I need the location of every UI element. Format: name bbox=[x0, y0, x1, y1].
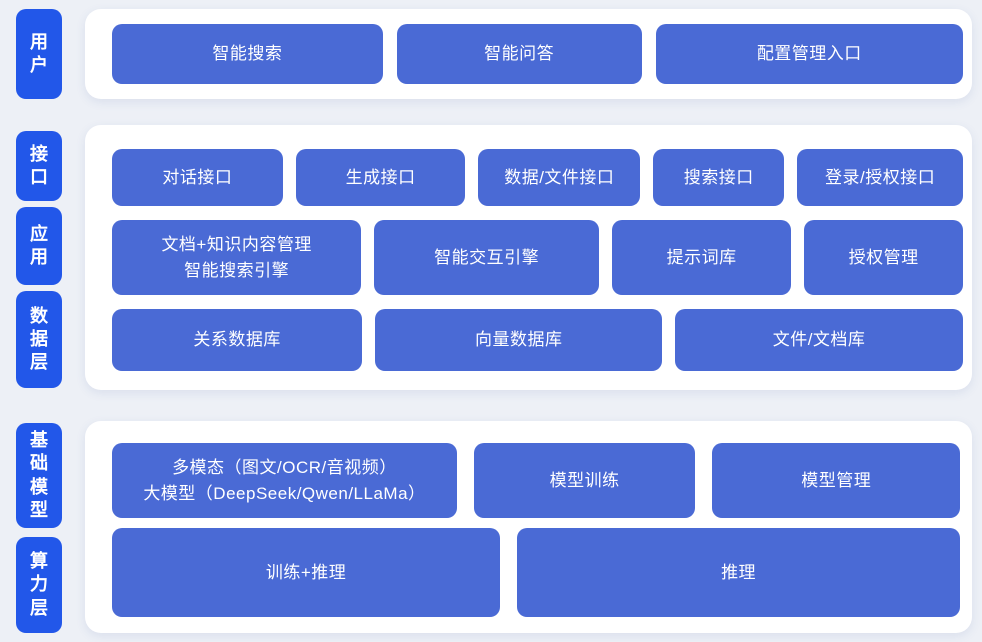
box-config-management-entry: 配置管理入口 bbox=[655, 24, 964, 84]
box-dialog-api: 对话接口 bbox=[112, 149, 283, 206]
application-layer-row: 文档+知识内容管理 智能搜索引擎 智能交互引擎 提示词库 授权管理 bbox=[112, 220, 963, 295]
box-relational-database: 关系数据库 bbox=[112, 309, 363, 371]
layer-label-foundation-model-text: 基础模型 bbox=[30, 430, 48, 520]
layer-label-compute-text: 算力层 bbox=[30, 551, 48, 618]
foundation-model-row: 多模态（图文/OCR/音视频） 大模型（DeepSeek/Qwen/LLaMa）… bbox=[112, 443, 960, 518]
compute-layer-row: 训练+推理 推理 bbox=[112, 528, 960, 617]
layer-label-user: 用户 bbox=[16, 9, 62, 99]
box-auth-management: 授权管理 bbox=[804, 220, 963, 295]
data-layer-row: 关系数据库 向量数据库 文件/文档库 bbox=[112, 309, 963, 371]
layer-label-user-text: 用户 bbox=[30, 31, 48, 75]
layer-label-foundation-model: 基础模型 bbox=[16, 423, 62, 528]
layer-label-compute: 算力层 bbox=[16, 537, 62, 633]
user-layer-panel: 智能搜索 智能问答 配置管理入口 bbox=[85, 9, 972, 99]
box-search-api: 搜索接口 bbox=[653, 149, 785, 206]
layer-label-interface: 接口 bbox=[16, 131, 62, 201]
interface-layer-row: 对话接口 生成接口 数据/文件接口 搜索接口 登录/授权接口 bbox=[112, 149, 963, 206]
box-model-training: 模型训练 bbox=[473, 443, 696, 518]
box-vector-database: 向量数据库 bbox=[375, 309, 663, 371]
middle-layers-section: 接口 应用 数据层 对话接口 生成接口 数据/文件接口 搜索接口 登录/授权接口… bbox=[16, 125, 972, 390]
user-layer-section: 用户 智能搜索 智能问答 配置管理入口 bbox=[16, 9, 972, 99]
box-login-auth-api: 登录/授权接口 bbox=[797, 149, 963, 206]
box-training-inference: 训练+推理 bbox=[112, 528, 501, 617]
box-multimodal-llm: 多模态（图文/OCR/音视频） 大模型（DeepSeek/Qwen/LLaMa） bbox=[112, 443, 457, 518]
box-generation-api: 生成接口 bbox=[295, 149, 466, 206]
layer-label-interface-text: 接口 bbox=[30, 143, 48, 187]
middle-layers-label-column: 接口 应用 数据层 bbox=[16, 125, 62, 390]
box-file-document-library: 文件/文档库 bbox=[675, 309, 963, 371]
box-prompt-library: 提示词库 bbox=[611, 220, 792, 295]
box-intelligent-search: 智能搜索 bbox=[112, 24, 383, 84]
user-layer-row: 智能搜索 智能问答 配置管理入口 bbox=[112, 24, 964, 84]
bottom-layers-section: 基础模型 算力层 多模态（图文/OCR/音视频） 大模型（DeepSeek/Qw… bbox=[16, 421, 972, 633]
box-intelligent-qa: 智能问答 bbox=[396, 24, 642, 84]
middle-layers-panel: 对话接口 生成接口 数据/文件接口 搜索接口 登录/授权接口 文档+知识内容管理… bbox=[85, 125, 972, 390]
layer-label-data: 数据层 bbox=[16, 291, 62, 388]
layer-label-application-text: 应用 bbox=[30, 223, 48, 267]
layer-label-data-text: 数据层 bbox=[30, 305, 48, 373]
layer-label-application: 应用 bbox=[16, 207, 62, 285]
box-data-file-api: 数据/文件接口 bbox=[478, 149, 641, 206]
box-model-management: 模型管理 bbox=[712, 443, 960, 518]
box-inference: 推理 bbox=[517, 528, 960, 617]
box-doc-knowledge-search-engine: 文档+知识内容管理 智能搜索引擎 bbox=[112, 220, 362, 295]
user-layer-label-column: 用户 bbox=[16, 9, 62, 99]
box-intelligent-interaction-engine: 智能交互引擎 bbox=[374, 220, 599, 295]
bottom-layers-label-column: 基础模型 算力层 bbox=[16, 421, 62, 633]
bottom-layers-panel: 多模态（图文/OCR/音视频） 大模型（DeepSeek/Qwen/LLaMa）… bbox=[85, 421, 972, 633]
